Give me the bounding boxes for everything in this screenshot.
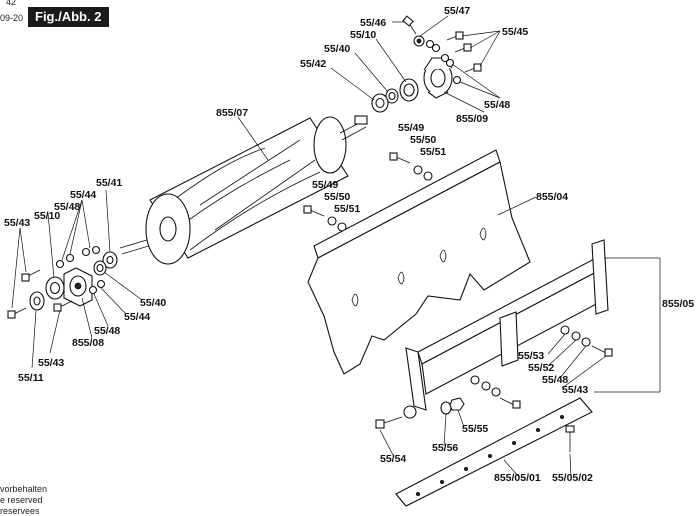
nut-55-47 xyxy=(413,35,425,47)
label-55-51-upper: 55/51 xyxy=(420,146,446,158)
screw-set-55-49-upper xyxy=(389,152,433,181)
washer-55-11 xyxy=(29,291,45,311)
screw-set-55-49-lower xyxy=(303,205,347,232)
part-labels: 55/47 55/46 55/45 55/10 55/40 55/42 55/4… xyxy=(4,5,694,484)
bearing-55-10-left xyxy=(45,276,65,300)
figure-title: Fig./Abb. 2 xyxy=(28,7,110,27)
washers-55-44-55-48-left xyxy=(55,245,106,295)
label-55-46: 55/46 xyxy=(360,17,386,29)
label-855-07: 855/07 xyxy=(216,107,248,119)
washer-55-41 xyxy=(102,251,118,269)
screw-55-46 xyxy=(402,15,417,35)
label-55-44-left: 55/44 xyxy=(70,189,96,201)
footer-line-2: e reserved xyxy=(0,495,43,505)
screw-55-05-02 xyxy=(565,425,575,452)
label-55-49-upper: 55/49 xyxy=(398,122,424,134)
nut-55-55 xyxy=(449,397,465,411)
label-855-04: 855/04 xyxy=(536,191,568,203)
label-55-54: 55/54 xyxy=(380,453,406,465)
frame-fasteners xyxy=(470,325,613,409)
label-55-05-02: 55/05/02 xyxy=(552,472,593,484)
screws-55-43-left xyxy=(7,269,73,319)
washer-55-56 xyxy=(440,401,452,415)
label-55-51-lower: 55/51 xyxy=(334,203,360,215)
label-55-49-lower: 55/49 xyxy=(312,179,338,191)
label-55-42: 55/42 xyxy=(300,58,326,70)
label-855-05: 855/05 xyxy=(662,298,694,310)
label-55-55: 55/55 xyxy=(462,423,488,435)
label-55-45: 55/45 xyxy=(502,26,528,38)
frame-855-05 xyxy=(403,239,609,419)
screws-55-45 xyxy=(431,31,482,85)
label-55-43-left: 55/43 xyxy=(4,217,30,229)
label-55-40-top: 55/40 xyxy=(324,43,350,55)
label-55-50-upper: 55/50 xyxy=(410,134,436,146)
label-55-43-frame: 55/43 xyxy=(562,384,588,396)
bottom-blade-855-04 xyxy=(307,149,531,375)
label-55-11: 55/11 xyxy=(18,372,44,384)
screw-55-54 xyxy=(375,416,403,429)
label-55-10-top: 55/10 xyxy=(350,29,376,41)
footer-line-1: vorbehalten xyxy=(0,484,48,494)
washer-55-40-top xyxy=(385,88,399,104)
label-855-08: 855/08 xyxy=(72,337,104,349)
corner-code-b: 09-20 xyxy=(0,13,24,23)
label-55-44-lower: 55/44 xyxy=(124,311,150,323)
label-855-05-01: 855/05/01 xyxy=(494,472,541,484)
cutter-bar-855-05-01 xyxy=(395,397,593,507)
footer-line-3: reservees xyxy=(0,506,40,516)
washer-55-42 xyxy=(371,93,389,113)
label-55-10-left: 55/10 xyxy=(34,210,60,222)
label-55-48-frame: 55/48 xyxy=(542,374,568,386)
label-55-43-lower: 55/43 xyxy=(38,357,64,369)
cutting-cylinder-855-07 xyxy=(119,115,368,265)
label-55-41: 55/41 xyxy=(96,177,122,189)
label-55-53: 55/53 xyxy=(518,350,544,362)
label-55-48-left: 55/48 xyxy=(54,201,80,213)
bearing-55-10-top xyxy=(399,78,419,102)
leader-lines xyxy=(11,15,661,477)
washer-55-40-left xyxy=(93,260,107,276)
label-855-09: 855/09 xyxy=(456,113,488,125)
label-55-48-top: 55/48 xyxy=(484,99,510,111)
label-55-48-lower: 55/48 xyxy=(94,325,120,337)
corner-code-a: 42 xyxy=(6,0,17,7)
label-55-40-left: 55/40 xyxy=(140,297,166,309)
label-55-56: 55/56 xyxy=(432,442,458,454)
bearing-housing-855-08 xyxy=(63,267,93,307)
label-55-50-lower: 55/50 xyxy=(324,191,350,203)
label-55-52: 55/52 xyxy=(528,362,554,374)
washers-55-48-top xyxy=(425,39,455,68)
label-55-47: 55/47 xyxy=(444,5,470,17)
